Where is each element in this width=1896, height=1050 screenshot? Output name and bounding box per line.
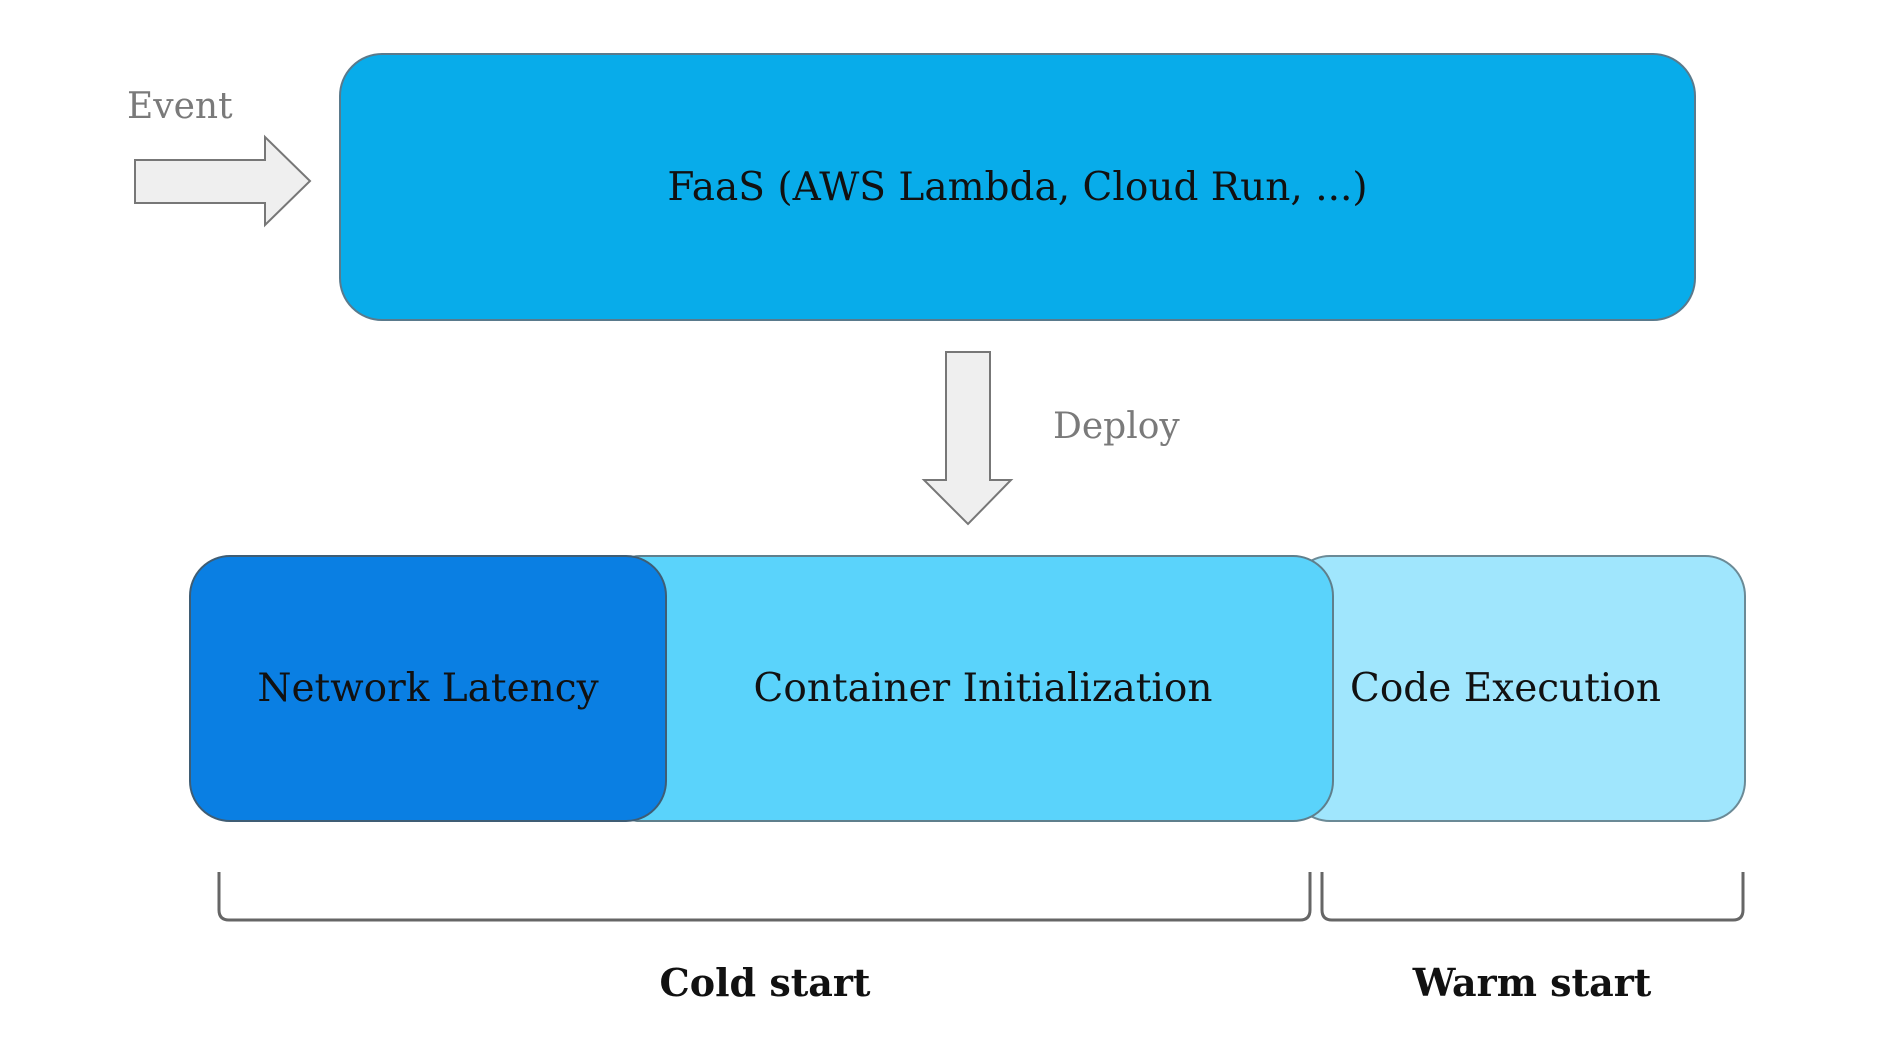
container-initialization-label: Container Initialization bbox=[753, 666, 1213, 711]
event-label: Event bbox=[127, 86, 233, 127]
deploy-arrow-icon bbox=[921, 351, 1014, 526]
deploy-label: Deploy bbox=[1053, 406, 1180, 447]
code-execution-label: Code Execution bbox=[1349, 666, 1661, 711]
event-arrow-icon bbox=[134, 134, 312, 228]
warm-start-bracket bbox=[1320, 872, 1745, 922]
warm-start-label: Warm start bbox=[1412, 960, 1652, 1005]
faas-box bbox=[339, 53, 1696, 321]
network-latency-segment bbox=[189, 555, 667, 822]
faas-label: FaaS (AWS Lambda, Cloud Run, ...) bbox=[667, 164, 1368, 210]
network-latency-label: Network Latency bbox=[257, 666, 599, 711]
cold-start-bracket bbox=[217, 872, 1312, 922]
cold-start-label: Cold start bbox=[659, 960, 871, 1005]
